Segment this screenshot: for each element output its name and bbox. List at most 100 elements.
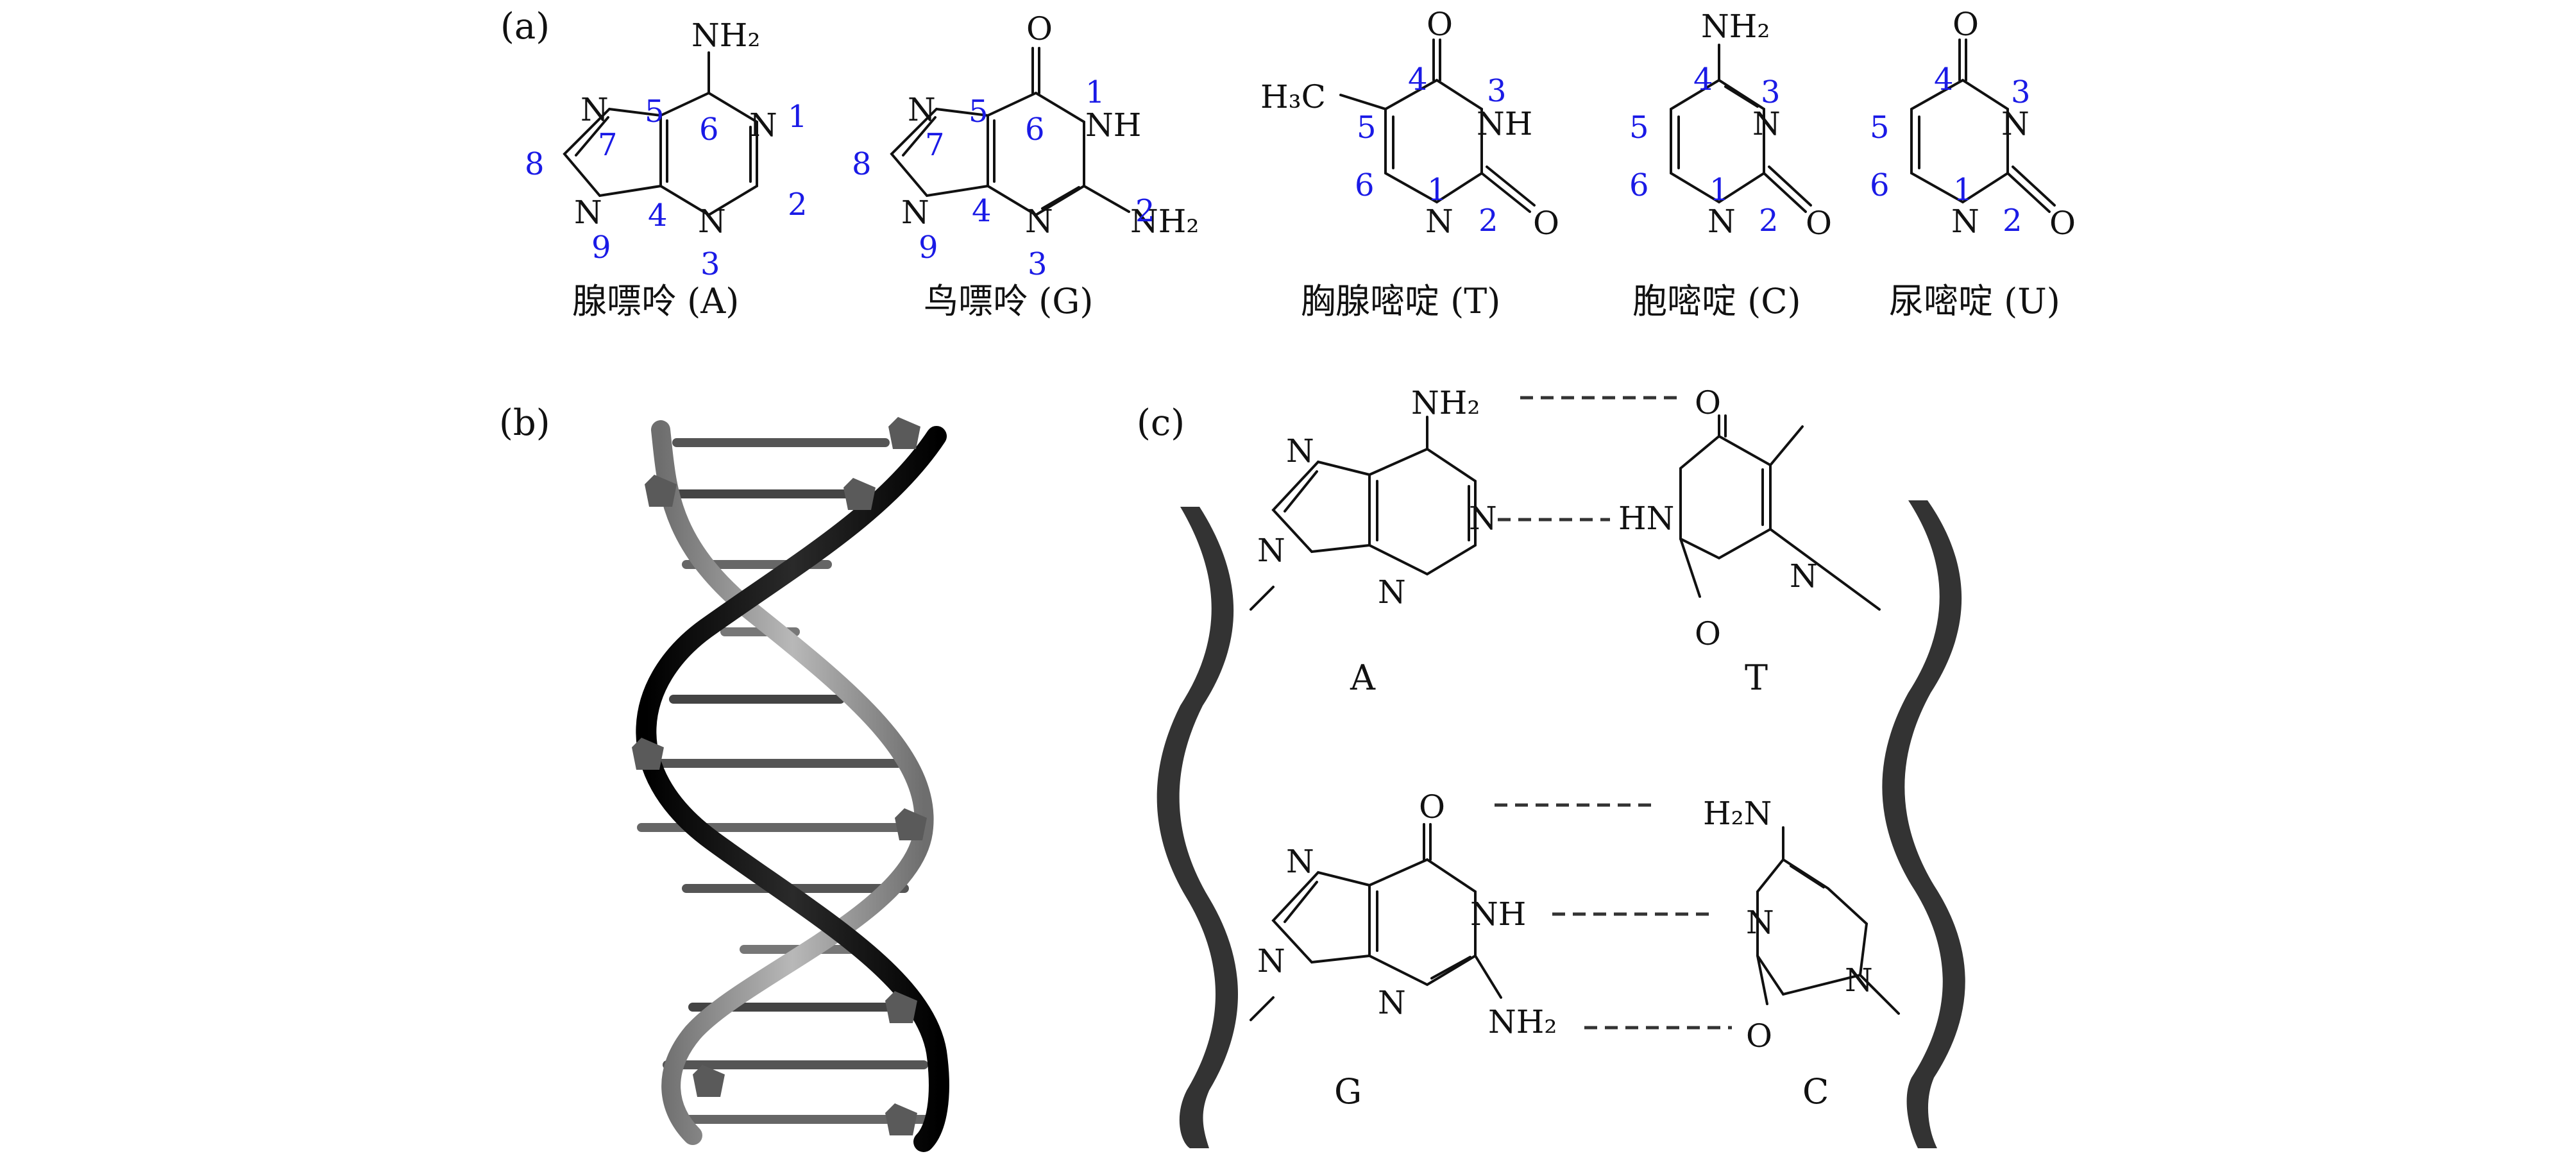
guanine-pos-4: 4	[972, 193, 992, 229]
pair-g-o-label: O	[1419, 788, 1445, 826]
adenine-n9-label: N	[574, 194, 602, 231]
adenine-pos-6: 6	[699, 112, 719, 148]
cytosine-n3-label: N	[1752, 105, 1781, 142]
panel-label-a: (a)	[500, 6, 550, 47]
uracil-pos-1: 1	[1953, 172, 1973, 208]
pair-a-n3-label: N	[1378, 573, 1406, 611]
thymine-pos-4: 4	[1408, 62, 1428, 98]
cytosine-pos-1: 1	[1709, 172, 1729, 208]
uracil-pos-6: 6	[1870, 167, 1890, 203]
pair-c-h2n-label: H₂N	[1703, 795, 1772, 832]
pair-c-n3-label: N	[1746, 904, 1774, 941]
thymine-caption: 胸腺嘧啶 (T)	[1301, 281, 1500, 321]
pair-c-label: C	[1802, 1071, 1829, 1112]
pair-g-nh2-label: NH₂	[1488, 1003, 1557, 1040]
adenine-pos-4: 4	[648, 198, 668, 233]
uracil-n3-label: N	[2001, 105, 2029, 142]
guanine-structure: O NH NH₂ N N N 1 2 3 4 5 6 7 8 9 鸟嘌呤 (G)	[852, 10, 1199, 321]
adenine-pos-9: 9	[591, 230, 611, 266]
base-pairing-diagram: NH₂ N N N N A O HN O N T	[1157, 384, 1965, 1148]
dna-double-helix	[632, 417, 949, 1152]
adenine-n3-label: N	[698, 203, 726, 240]
helix-sugar-markers	[632, 417, 927, 1135]
guanine-nh2-label: NH₂	[1130, 203, 1199, 240]
guanine-pos-9: 9	[919, 230, 938, 266]
guanine-caption: 鸟嘌呤 (G)	[924, 281, 1093, 321]
thymine-ch3-label: H₃C	[1260, 78, 1326, 115]
adenine-caption: 腺嘌呤 (A)	[572, 281, 739, 321]
pair-a-n7-label: N	[1286, 432, 1314, 470]
pair-a-nh2-label: NH₂	[1411, 384, 1480, 421]
guanine-pos-1: 1	[1085, 74, 1105, 110]
guanine-n9-label: N	[901, 194, 929, 231]
cytosine-pos-4: 4	[1693, 62, 1713, 98]
cytosine-structure: NH₂ N O N 1 2 3 4 5 6 胞嘧啶 (C)	[1629, 8, 1832, 321]
guanine-pos-2: 2	[1135, 193, 1155, 229]
uracil-pos-5: 5	[1870, 110, 1890, 146]
adenine-nh2-label: NH₂	[691, 17, 760, 54]
thymine-pos-6: 6	[1355, 167, 1375, 203]
guanine-n7-label: N	[908, 91, 936, 128]
thymine-pos-1: 1	[1427, 172, 1447, 208]
pair-g-n7-label: N	[1286, 843, 1314, 880]
adenine-pos-3: 3	[700, 246, 720, 282]
pair-t-n1-label: N	[1790, 557, 1818, 595]
uracil-pos-3: 3	[2011, 74, 2031, 110]
panel-label-b: (b)	[499, 402, 550, 444]
thymine-o2-label: O	[1533, 205, 1559, 242]
adenine-pos-5: 5	[645, 94, 665, 130]
cytosine-pos-2: 2	[1759, 203, 1779, 239]
pair-g-n9-label: N	[1257, 942, 1285, 980]
panel-label-c: (c)	[1137, 402, 1185, 444]
guanine-o-label: O	[1026, 10, 1053, 47]
right-backbone-ribbon	[1882, 500, 1965, 1148]
uracil-pos-4: 4	[1934, 62, 1954, 98]
thymine-n1-label: N	[1425, 203, 1453, 240]
thymine-o4-label: O	[1427, 6, 1453, 43]
guanine-pos-8: 8	[852, 146, 872, 182]
guanine-pos-5: 5	[969, 94, 988, 130]
pair-g-nh-label: NH	[1470, 896, 1526, 933]
thymine-pos-5: 5	[1357, 110, 1377, 146]
guanine-nh-label: NH	[1085, 106, 1141, 144]
pair-a-label: A	[1350, 658, 1376, 698]
left-backbone-ribbon	[1157, 507, 1238, 1148]
uracil-o2-label: O	[2049, 205, 2076, 242]
thymine-structure: O H₃C NH O N 1 2 3 4 5 6 胸腺嘧啶 (T)	[1260, 6, 1559, 321]
cytosine-pos-6: 6	[1629, 167, 1649, 203]
pair-c-n1-label: N	[1845, 962, 1873, 999]
adenine-n1-label: N	[749, 106, 777, 144]
at-base-pair: NH₂ N N N N A O HN O N T	[1250, 384, 1881, 698]
cytosine-pos-5: 5	[1629, 110, 1649, 146]
guanine-n3-label: N	[1025, 203, 1053, 240]
pair-t-o4-label: O	[1695, 384, 1721, 421]
uracil-n1-label: N	[1951, 203, 1979, 240]
adenine-n7-label: N	[580, 91, 609, 128]
pair-g-label: G	[1334, 1071, 1362, 1112]
cytosine-caption: 胞嘧啶 (C)	[1632, 281, 1801, 321]
adenine-structure: NH₂ N N N N 1 2 3 4 5 6 7 8 9 腺嘌呤 (A)	[525, 17, 808, 321]
adenine-pos-1: 1	[788, 99, 808, 135]
pair-t-hn-label: HN	[1618, 500, 1674, 537]
cytosine-n1-label: N	[1707, 203, 1736, 240]
cytosine-pos-3: 3	[1761, 74, 1781, 110]
adenine-pos-7: 7	[598, 127, 618, 163]
uracil-pos-2: 2	[2003, 203, 2022, 239]
pair-a-n9-label: N	[1257, 532, 1285, 569]
cytosine-o2-label: O	[1806, 205, 1832, 242]
guanine-pos-6: 6	[1025, 112, 1045, 148]
guanine-pos-3: 3	[1028, 246, 1047, 282]
pair-g-n3-label: N	[1378, 984, 1406, 1021]
cytosine-nh2-label: NH₂	[1701, 8, 1770, 45]
thymine-pos-3: 3	[1487, 73, 1507, 109]
uracil-structure: O N O N 1 2 3 4 5 6 尿嘧啶 (U)	[1870, 6, 2076, 321]
pair-t-o2-label: O	[1695, 615, 1721, 652]
adenine-pos-2: 2	[788, 187, 808, 223]
uracil-o4-label: O	[1953, 6, 1979, 43]
uracil-caption: 尿嘧啶 (U)	[1889, 281, 2060, 321]
thymine-pos-2: 2	[1479, 203, 1498, 239]
guanine-pos-7: 7	[925, 127, 945, 163]
pair-a-n1-label: N	[1469, 500, 1497, 537]
